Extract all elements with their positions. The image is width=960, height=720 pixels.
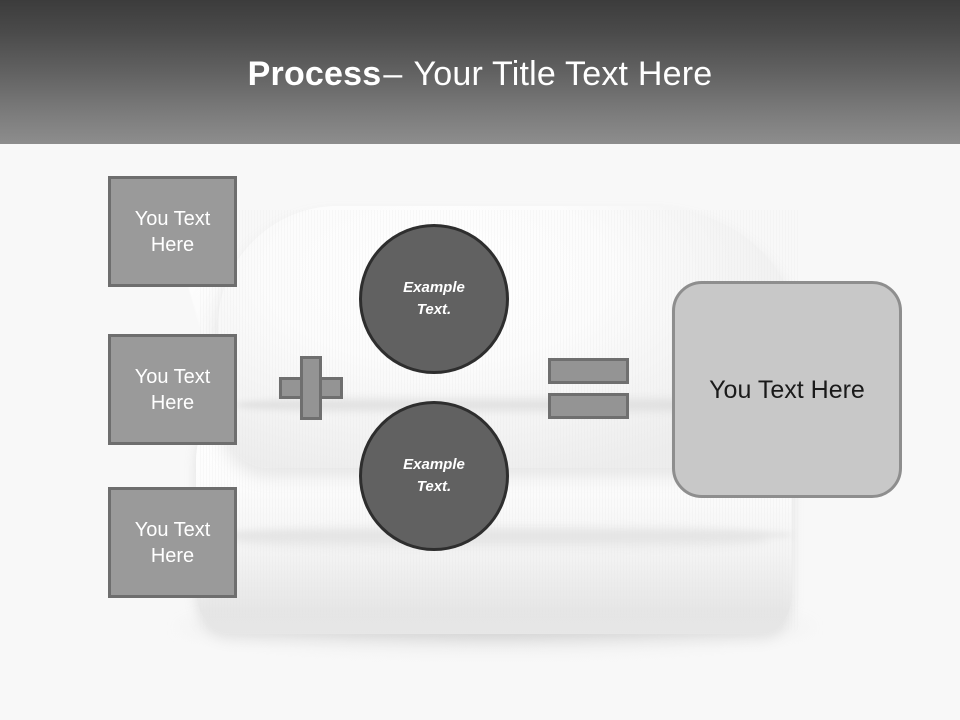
page-title-light: Your Title Text Here (413, 55, 713, 93)
example-circle-1-label: Example Text. (403, 277, 465, 321)
equals-bottom-bar (548, 393, 629, 419)
input-box-3[interactable]: You Text Here (108, 487, 237, 598)
pillow-crease-upper (236, 394, 796, 416)
equals-icon (548, 358, 629, 419)
input-box-1-label: You Text Here (134, 207, 211, 256)
input-box-2-label: You Text Here (134, 365, 211, 414)
equals-top-bar (548, 358, 629, 384)
header-band: Process– Your Title Text Here (0, 0, 960, 144)
example-circle-1-line2: Text. (416, 301, 452, 318)
plus-center-fill (303, 380, 319, 396)
example-circle-2[interactable]: Example Text. (359, 401, 509, 551)
input-box-2[interactable]: You Text Here (108, 334, 237, 445)
pillow-crease-lower (214, 526, 794, 544)
example-circle-2-line1: Example (403, 456, 465, 473)
result-box[interactable]: You Text Here (672, 281, 902, 498)
page-title-dash: – (383, 55, 403, 93)
input-box-1[interactable]: You Text Here (108, 176, 237, 287)
example-circle-2-line2: Text. (416, 478, 452, 495)
photo-fade-bottom (0, 610, 960, 720)
result-box-label: You Text Here (709, 375, 865, 404)
input-box-3-label: You Text Here (134, 518, 211, 567)
page-title: Process– Your Title Text Here (0, 52, 960, 96)
page-title-strong: Process (247, 55, 382, 93)
example-circle-1[interactable]: Example Text. (359, 224, 509, 374)
plus-icon (279, 356, 343, 420)
example-circle-1-line1: Example (403, 279, 465, 296)
example-circle-2-label: Example Text. (403, 454, 465, 498)
